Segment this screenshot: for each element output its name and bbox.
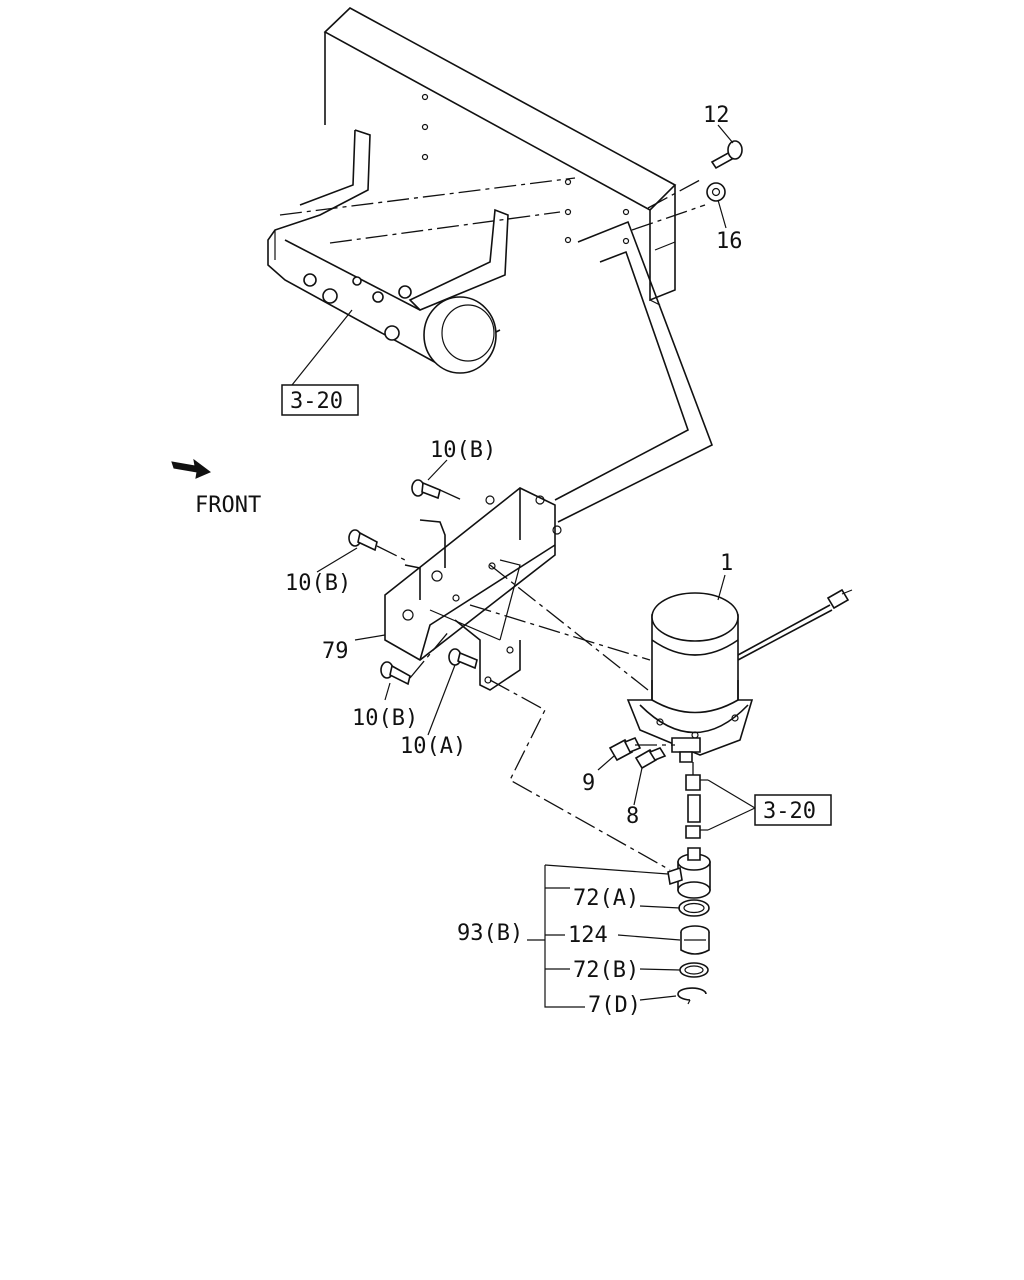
air-dryer-1 (626, 592, 754, 763)
bolt-12 (710, 140, 743, 170)
callout-1: 1 (720, 551, 733, 576)
air-pipe (554, 250, 689, 501)
front-arrow-icon (171, 458, 211, 479)
o-ring-72a (678, 899, 710, 917)
bolt-10b-top (411, 479, 441, 500)
callout-9: 9 (582, 771, 595, 796)
fitting-9 (608, 736, 642, 762)
reference-label: 3-20 (763, 799, 816, 824)
wire-harness (737, 604, 831, 656)
leader-lines (291, 309, 756, 1008)
filter-124 (680, 925, 710, 955)
air-tank-assembly (267, 129, 509, 374)
unloader-valve (667, 847, 711, 899)
callout-10a: 10(A) (400, 734, 466, 759)
callout-79: 79 (322, 639, 349, 664)
bolt-10b-bottom (380, 661, 411, 686)
callout-7d: 7(D) (588, 993, 641, 1018)
callout-12: 12 (703, 103, 730, 128)
callout-93b: 93(B) (457, 921, 523, 946)
air-pipe (557, 220, 714, 523)
callout-8: 8 (626, 804, 639, 829)
pipe-fitting-stack (685, 774, 708, 839)
callout-124: 124 (568, 923, 608, 948)
reference-box-3-20-right[interactable]: 3-20 (754, 794, 832, 826)
reference-box-3-20-top[interactable]: 3-20 (281, 384, 359, 416)
nut-16 (706, 182, 726, 202)
snap-ring-7d (677, 987, 707, 1005)
mounting-bracket-79 (384, 487, 562, 691)
front-label: FRONT (195, 493, 261, 518)
center-line (631, 204, 706, 231)
bolt-10a (448, 648, 478, 670)
center-line (279, 177, 576, 216)
reference-label: 3-20 (290, 389, 343, 414)
callout-10b-bottom: 10(B) (352, 706, 418, 731)
callout-10b-left: 10(B) (285, 571, 351, 596)
callout-10b-top: 10(B) (430, 438, 496, 463)
o-ring-72b (679, 962, 709, 978)
callout-72b: 72(B) (573, 958, 639, 983)
callout-72a: 72(A) (573, 886, 639, 911)
center-line (647, 179, 701, 209)
center-line (329, 211, 561, 244)
fitting-8 (634, 747, 667, 770)
callout-16: 16 (716, 229, 743, 254)
frame-rail (323, 7, 677, 306)
bolt-10b-left (348, 529, 378, 552)
